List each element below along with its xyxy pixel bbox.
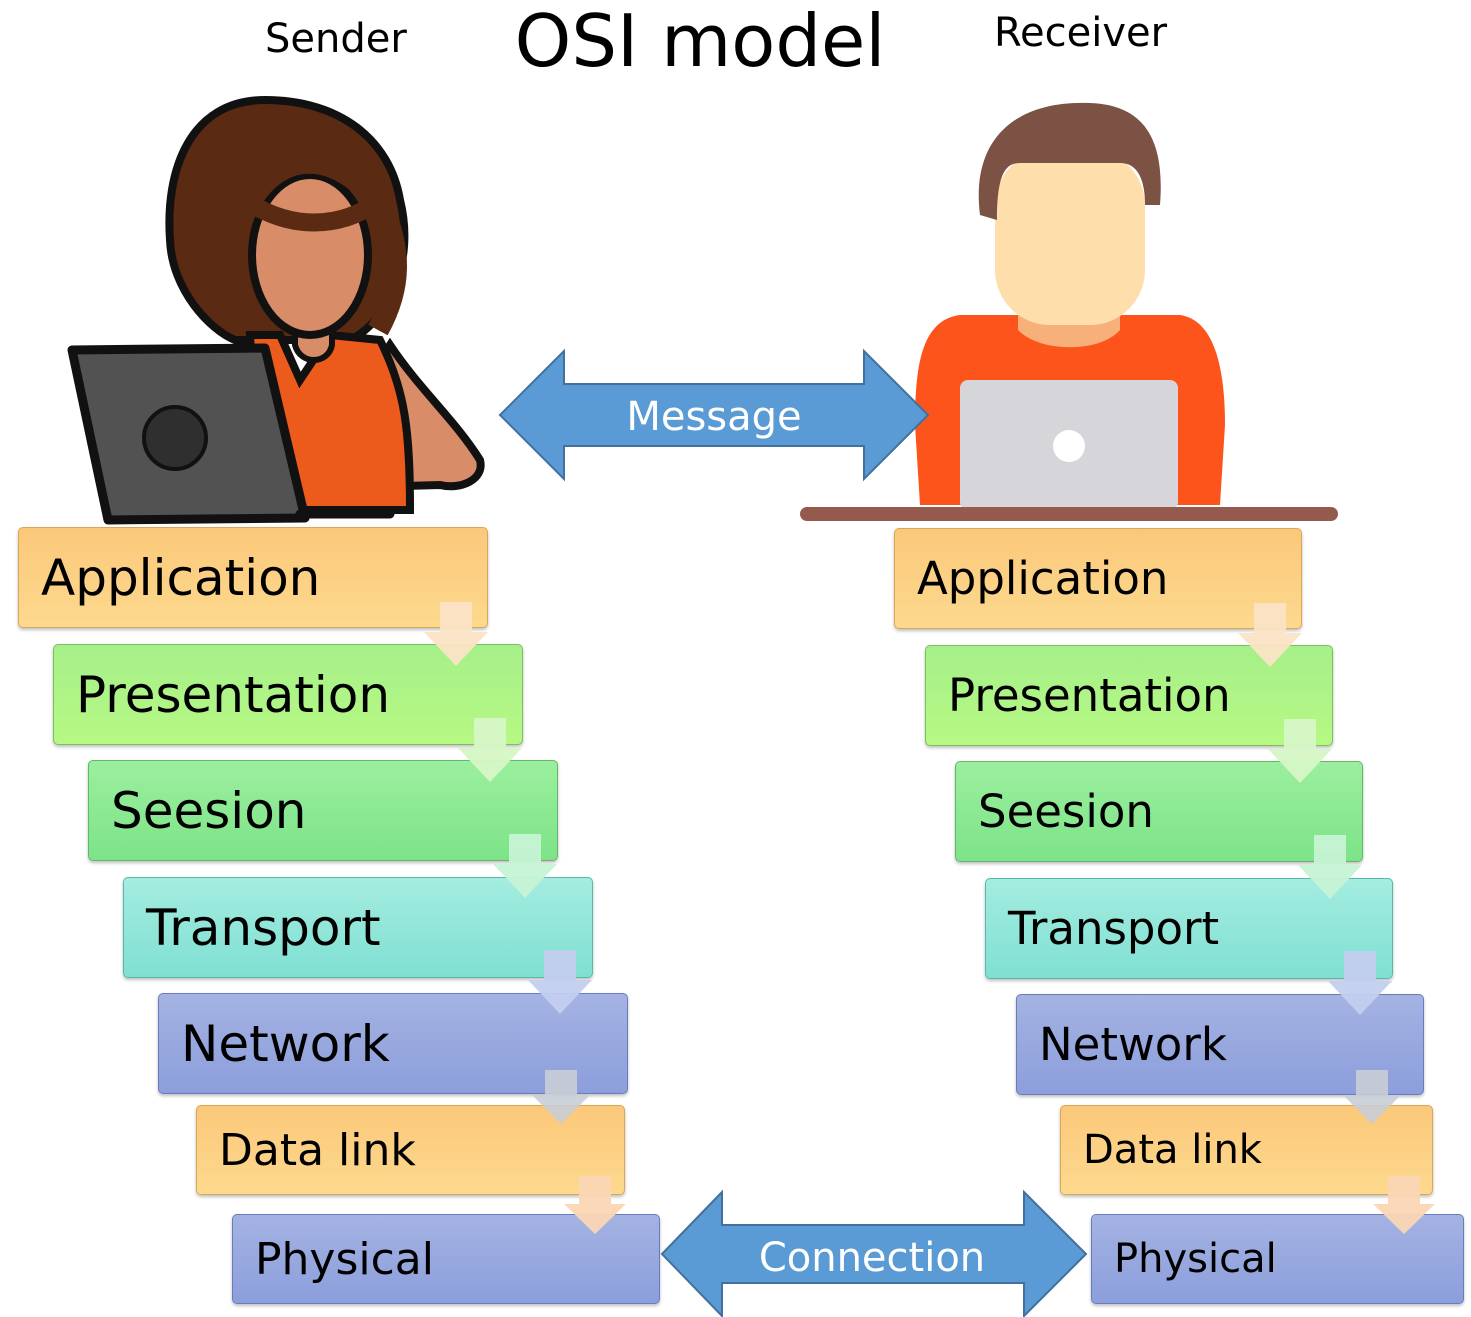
down-arrow-icon (1343, 1070, 1401, 1124)
down-arrow-icon (424, 602, 488, 666)
receiver-layer-label: Application (917, 552, 1169, 605)
receiver-layer-physical: Physical (1091, 1214, 1464, 1304)
receiver-layer-presentation: Presentation (925, 645, 1333, 746)
down-arrow-icon (1268, 719, 1332, 783)
receiver-layer-label: Seesion (978, 785, 1154, 838)
down-arrow-icon (564, 1176, 626, 1234)
sender-layer-label: Application (41, 548, 321, 607)
connection-double-arrow-icon (660, 1189, 1088, 1317)
down-arrow-icon (458, 718, 522, 782)
receiver-layer-label: Presentation (948, 669, 1231, 722)
sender-layer-network: Network (158, 993, 628, 1094)
connection-label: Connection (759, 1235, 985, 1281)
woman-with-laptop-icon (67, 95, 485, 525)
sender-layer-label: Physical (255, 1233, 434, 1285)
receiver-layer-label: Transport (1008, 902, 1220, 955)
man-with-laptop-icon (800, 102, 1338, 521)
down-arrow-icon (1298, 835, 1362, 899)
message-label: Message (626, 394, 801, 440)
sender-layer-label: Presentation (76, 665, 391, 724)
sender-layer-label: Seesion (111, 781, 307, 840)
sender-layer-label: Transport (146, 898, 381, 957)
down-arrow-icon (1328, 951, 1392, 1015)
sender-layer-presentation: Presentation (53, 644, 523, 745)
message-double-arrow-icon (498, 348, 930, 482)
down-arrow-icon (1373, 1176, 1435, 1234)
down-arrow-icon (493, 834, 557, 898)
diagram-title: OSI model (514, 0, 886, 83)
receiver-layer-label: Data link (1083, 1127, 1262, 1173)
sender-layer-data-link: Data link (196, 1105, 625, 1195)
sender-layer-application: Application (18, 527, 488, 628)
sender-layer-label: Network (181, 1014, 390, 1073)
sender-layer-label: Data link (219, 1124, 416, 1176)
down-arrow-icon (1238, 603, 1302, 667)
sender-layer-physical: Physical (232, 1214, 660, 1304)
receiver-layer-transport: Transport (985, 878, 1393, 979)
receiver-layer-label: Physical (1114, 1236, 1277, 1282)
sender-layer-session: Seesion (88, 760, 558, 861)
down-arrow-icon (528, 950, 592, 1014)
down-arrow-icon (532, 1070, 590, 1124)
receiver-label: Receiver (994, 10, 1168, 56)
receiver-layer-label: Network (1039, 1018, 1227, 1071)
sender-layer-transport: Transport (123, 877, 593, 978)
sender-label: Sender (265, 16, 407, 62)
receiver-layer-session: Seesion (955, 761, 1363, 862)
receiver-layer-application: Application (894, 528, 1302, 629)
